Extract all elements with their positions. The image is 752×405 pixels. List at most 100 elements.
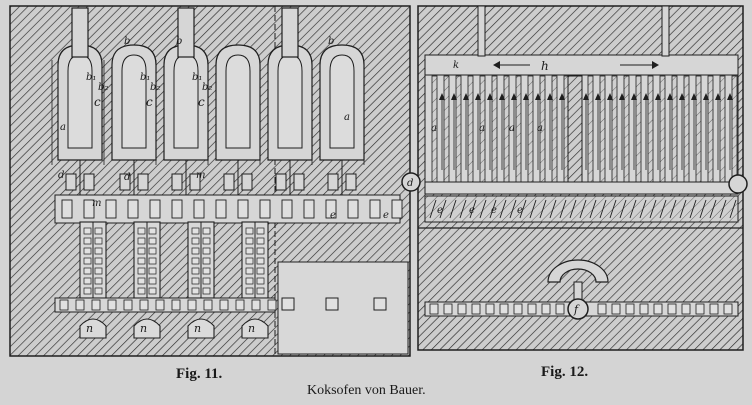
fig11-band-cell <box>281 199 293 219</box>
fig12-bottom-cell <box>723 303 733 315</box>
fig12-arrow-head <box>535 93 541 100</box>
fig11-square-opening <box>373 297 387 311</box>
fig11-port <box>171 173 183 191</box>
fig12-bottom-cell <box>681 303 691 315</box>
fig11-checker-brick <box>83 287 92 295</box>
fig11-label-c: c <box>94 95 101 109</box>
fig12-inclined-flue <box>519 199 527 219</box>
fig11-lower-right-space <box>277 261 409 355</box>
fig11-bottom-cell <box>155 299 165 311</box>
fig12-arrow-head <box>499 93 505 100</box>
fig11-checker-brick <box>94 277 103 285</box>
fig11-checker-brick <box>245 277 254 285</box>
fig11-port <box>275 173 287 191</box>
fig11-checker-brick <box>83 227 92 235</box>
fig12-flue-wall <box>587 75 594 183</box>
fig11-checker-brick <box>137 257 146 265</box>
fig11-checker-brick <box>256 267 265 275</box>
fig12-inclined-flue <box>569 199 577 219</box>
fig11-arch-n <box>79 318 107 339</box>
fig12-arrow-head <box>493 61 500 69</box>
fig12-label-e: e <box>491 205 497 216</box>
fig11-port <box>223 173 235 191</box>
fig11-coke-chamber <box>277 54 303 149</box>
fig11-checker-brick <box>256 287 265 295</box>
fig12-arrow-head <box>631 93 637 100</box>
fig12-arrow-head <box>643 93 649 100</box>
fig12-arrow-head <box>607 93 613 100</box>
fig12-flue-wall <box>659 75 666 183</box>
fig12-center-wall <box>567 75 583 183</box>
fig12-drawing <box>401 5 748 351</box>
fig12-inclined-flue <box>719 199 727 219</box>
fig11-band-cell <box>215 199 227 219</box>
fig11-label-a: a <box>60 122 66 133</box>
fig12-flue-wall <box>695 75 702 183</box>
fig11-band-cell <box>171 199 183 219</box>
fig11-label-m: m <box>196 170 205 181</box>
fig12-inclined-flue <box>699 199 707 219</box>
fig11-label-b: b <box>124 36 130 47</box>
fig12-bottom-cell <box>471 303 481 315</box>
fig12-inclined-flue <box>729 199 737 219</box>
fig11-label-b2: b₂ <box>202 82 212 93</box>
fig11-checker-brick <box>256 257 265 265</box>
fig12-opening-d <box>401 172 421 192</box>
fig12-label-a: a <box>537 123 543 134</box>
fig12-label-e: e <box>437 205 443 216</box>
fig11-checker-brick <box>191 277 200 285</box>
fig12-bottom-cell <box>639 303 649 315</box>
fig11-port <box>327 173 339 191</box>
fig12-flue-wall <box>707 75 714 183</box>
fig11-bottom-cell <box>219 299 229 311</box>
fig11-arch-n <box>241 318 269 339</box>
fig12-bottom-cell <box>429 303 439 315</box>
fig11-bottom-cell <box>203 299 213 311</box>
fig12-label-a: a <box>431 123 437 134</box>
fig12-bottom-cell <box>611 303 621 315</box>
fig11-band-cell <box>347 199 359 219</box>
fig12-arrow-head <box>667 93 673 100</box>
fig11-checker-brick <box>245 227 254 235</box>
fig12-opening <box>728 174 748 194</box>
fig11-checker-brick <box>256 237 265 245</box>
fig11-band-cell <box>391 199 403 219</box>
fig11-bottom-cell <box>107 299 117 311</box>
fig12-label-f: f <box>573 303 580 316</box>
fig11-band-cell <box>303 199 315 219</box>
fig11-checker-brick <box>94 237 103 245</box>
fig11-label-e: e <box>330 210 336 221</box>
fig11-checker-brick <box>137 247 146 255</box>
plate-title: Koksofen von Bauer. <box>307 383 426 398</box>
fig12-inclined-flue <box>439 199 447 219</box>
fig12-valve-f <box>567 298 589 320</box>
fig11-coke-chamber <box>329 54 355 149</box>
fig11-band-cell <box>193 199 205 219</box>
fig12-flue-wall <box>455 75 462 183</box>
fig12-arrow-head <box>655 93 661 100</box>
fig12-inclined-flue <box>619 199 627 219</box>
fig12-arrow-head <box>463 93 469 100</box>
fig11-band-cell <box>237 199 249 219</box>
fig12-bottom-cell <box>555 303 565 315</box>
fig12-inclined-flue <box>599 199 607 219</box>
fig11-label-b2: b₂ <box>150 82 160 93</box>
fig12-flue-wall <box>647 75 654 183</box>
fig12-label-e: e <box>517 205 523 216</box>
fig11-band-cell <box>127 199 139 219</box>
fig11-bottom-cell <box>171 299 181 311</box>
fig11-checker-brick <box>202 247 211 255</box>
fig11-bottom-cell <box>91 299 101 311</box>
fig12-inclined-flue <box>539 199 547 219</box>
fig12-label-h: h <box>541 59 549 73</box>
fig11-checker-brick <box>256 247 265 255</box>
fig11-checker-brick <box>137 237 146 245</box>
fig11-port <box>83 173 95 191</box>
fig11-band-cell <box>83 199 95 219</box>
fig12-inclined-flue <box>629 199 637 219</box>
fig12-inclined-flue <box>429 199 437 219</box>
fig11-checker-brick <box>202 277 211 285</box>
fig12-flue-wall <box>467 75 474 183</box>
fig12-arrow-head <box>691 93 697 100</box>
fig11-checker-brick <box>148 287 157 295</box>
